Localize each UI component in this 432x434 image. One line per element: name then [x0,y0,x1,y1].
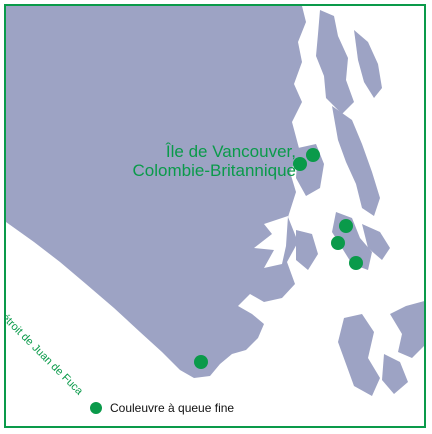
gulf-island-small-1 [362,224,390,260]
map-frame: Île de Vancouver, Colombie-Britannique D… [4,4,426,428]
map-title-line2: Colombie-Britannique [132,161,296,180]
map-title: Île de Vancouver, Colombie-Britannique [56,142,296,180]
legend-marker-icon [90,402,102,414]
vancouver-island-landmass [6,6,306,378]
snake-marker [293,157,307,171]
gulf-island-long [332,106,380,216]
san-juan-island-west [338,314,380,396]
san-juan-island-south [382,354,408,394]
snake-marker [331,236,345,250]
gulf-island-small-2 [296,230,318,270]
map-title-line1: Île de Vancouver, [165,142,296,161]
map-canvas [6,6,424,396]
legend: Couleuvre à queue fine [90,401,234,415]
legend-label: Couleuvre à queue fine [110,401,235,415]
snake-marker [306,148,320,162]
gulf-island-north [316,10,354,114]
inlet-water [254,216,288,268]
snake-marker [194,355,208,369]
san-juan-island-east [390,301,424,358]
gulf-island-east [354,30,382,98]
snake-marker [349,256,363,270]
snake-marker [339,219,353,233]
